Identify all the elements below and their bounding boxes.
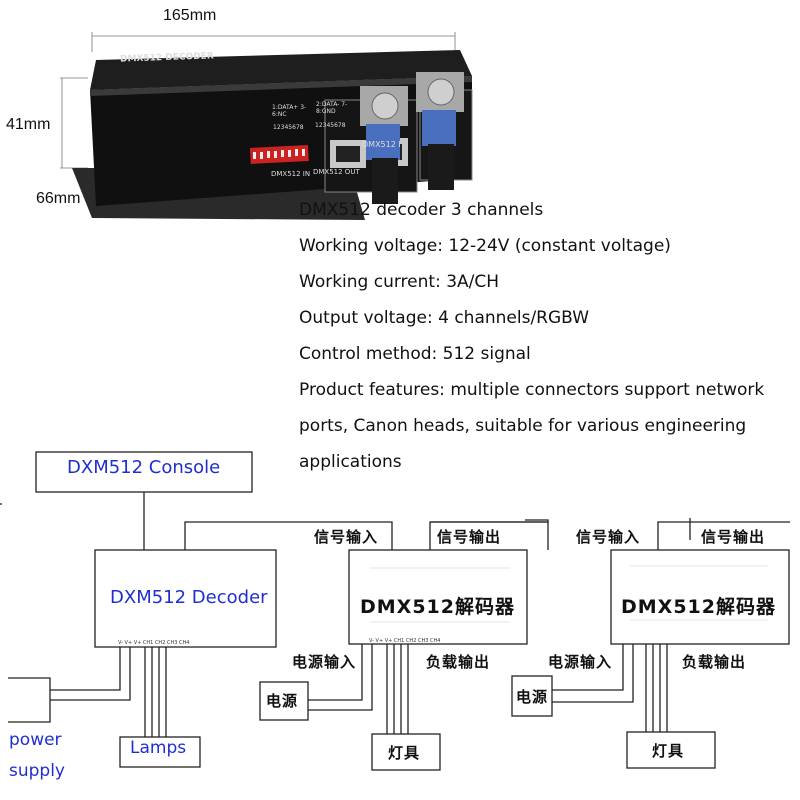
spec-line: Control method: 512 signal <box>299 344 531 364</box>
spec-list: DMX512 decoder 3 channels Working voltag… <box>299 192 799 480</box>
console-label: DXM512 Console <box>67 457 221 478</box>
lamps-label: Lamps <box>130 738 187 758</box>
terminal-label-2: V- V+ V+ CH1 CH2 CH3 CH4 <box>369 638 441 644</box>
spec-line: ports, Canon heads, suitable for various… <box>299 416 747 436</box>
pin-numbers-2: 12345678 <box>315 122 346 129</box>
decoder-cn-box-1 <box>348 549 528 645</box>
power-supply-label-2: supply <box>9 761 65 781</box>
power-in-label-1: 电源输入 <box>292 653 357 671</box>
dimension-height: 41mm <box>6 116 51 133</box>
power-box-label-2: 电源 <box>516 688 549 706</box>
power-supply-label-1: power <box>9 730 62 750</box>
signal-out-label-2: 信号输出 <box>701 528 766 546</box>
power-box-2 <box>511 675 553 717</box>
load-out-label-2: 负载输出 <box>682 653 747 671</box>
decoder-cn-label-1: DMX512解码器 <box>360 596 515 618</box>
signal-in-label-2: 信号输入 <box>576 528 641 546</box>
lamp-box-2 <box>626 731 716 769</box>
pin-numbers-1: 12345678 <box>273 124 304 131</box>
pin-label-1: 1:DATA+ 3-6:NC <box>272 104 307 118</box>
power-box-1 <box>259 681 309 721</box>
spec-line: Product features: multiple connectors su… <box>299 380 765 400</box>
signal-out-label-1: 信号输出 <box>437 528 502 546</box>
signal-in-label-1: 信号输入 <box>314 528 379 546</box>
dimension-depth: 66mm <box>36 190 81 207</box>
spec-line: Working voltage: 12-24V (constant voltag… <box>299 236 671 256</box>
lamps-box <box>119 736 201 768</box>
dimension-length: 165mm <box>163 7 217 24</box>
spec-line: applications <box>299 452 402 472</box>
spec-line: Working current: 3A/CH <box>299 272 500 292</box>
lamp-box-1 <box>371 733 441 771</box>
power-box-label-1: 电源 <box>266 692 299 710</box>
port-out-label: DMX512 OUT <box>313 168 360 176</box>
lamp-box-label-2: 灯具 <box>652 742 685 760</box>
decoder-cn-box-2 <box>610 549 790 645</box>
decoder-cn-label-2: DMX512解码器 <box>621 596 776 618</box>
spec-line: Output voltage: 4 channels/RGBW <box>299 308 590 328</box>
lamp-box-label-1: 灯具 <box>388 744 421 762</box>
pin-label-2: 2:DATA- 7-8:GND <box>316 101 348 115</box>
port-in-label: DMX512 IN <box>271 170 311 178</box>
decoder-main-label: DXM512 Decoder <box>110 587 268 608</box>
spec-line: DMX512 decoder 3 channels <box>299 200 544 220</box>
power-in-label-2: 电源输入 <box>548 653 613 671</box>
load-out-label-1: 负载输出 <box>426 653 491 671</box>
xlr-label: DMX512 I <box>362 140 401 149</box>
terminal-label-1: V- V+ V+ CH1 CH2 CH3 CH4 <box>118 640 190 646</box>
product-photo <box>60 32 473 220</box>
